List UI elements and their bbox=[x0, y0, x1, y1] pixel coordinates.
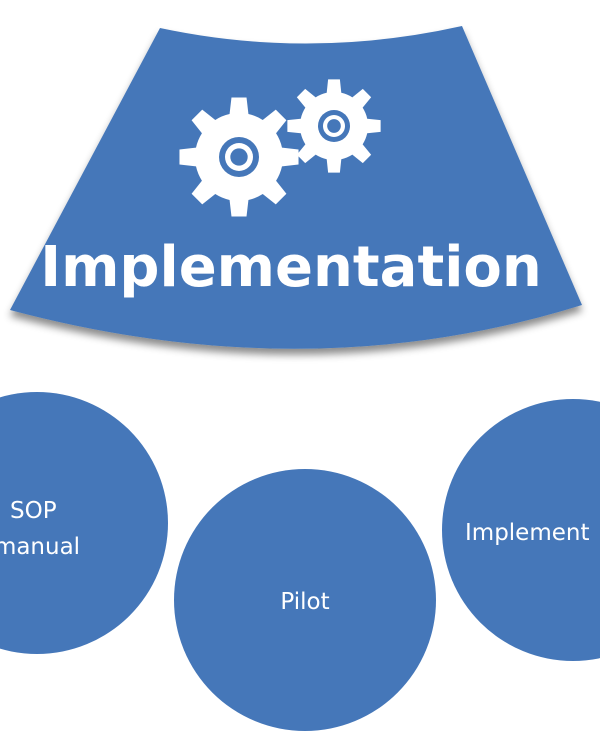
banner: Implementation bbox=[10, 26, 582, 349]
gear-large-icon bbox=[179, 97, 299, 217]
step-label: Implement bbox=[465, 520, 589, 546]
step-implement[interactable]: Implement bbox=[442, 399, 600, 661]
banner-title: Implementation bbox=[40, 235, 542, 300]
step-label-line-1: Implement bbox=[465, 520, 589, 546]
step-circle bbox=[174, 469, 436, 731]
step-circle bbox=[0, 392, 168, 654]
gear-hole bbox=[230, 148, 248, 166]
step-pilot[interactable]: Pilot bbox=[174, 469, 436, 731]
gears-icon bbox=[179, 79, 381, 217]
step-sop-manual[interactable]: SOP manual bbox=[0, 392, 168, 654]
step-label: Pilot bbox=[280, 589, 329, 615]
step-label-line-2: manual bbox=[0, 534, 80, 560]
banner-shape bbox=[10, 26, 582, 349]
step-circle bbox=[442, 399, 600, 661]
step-label-line-1: SOP bbox=[10, 498, 57, 524]
step-label: SOP manual bbox=[0, 498, 80, 560]
gear-hole bbox=[327, 119, 341, 133]
gear-small-icon bbox=[287, 79, 381, 173]
step-circles: SOP manual Pilot Implement bbox=[0, 392, 600, 731]
step-label-line-1: Pilot bbox=[280, 589, 329, 615]
